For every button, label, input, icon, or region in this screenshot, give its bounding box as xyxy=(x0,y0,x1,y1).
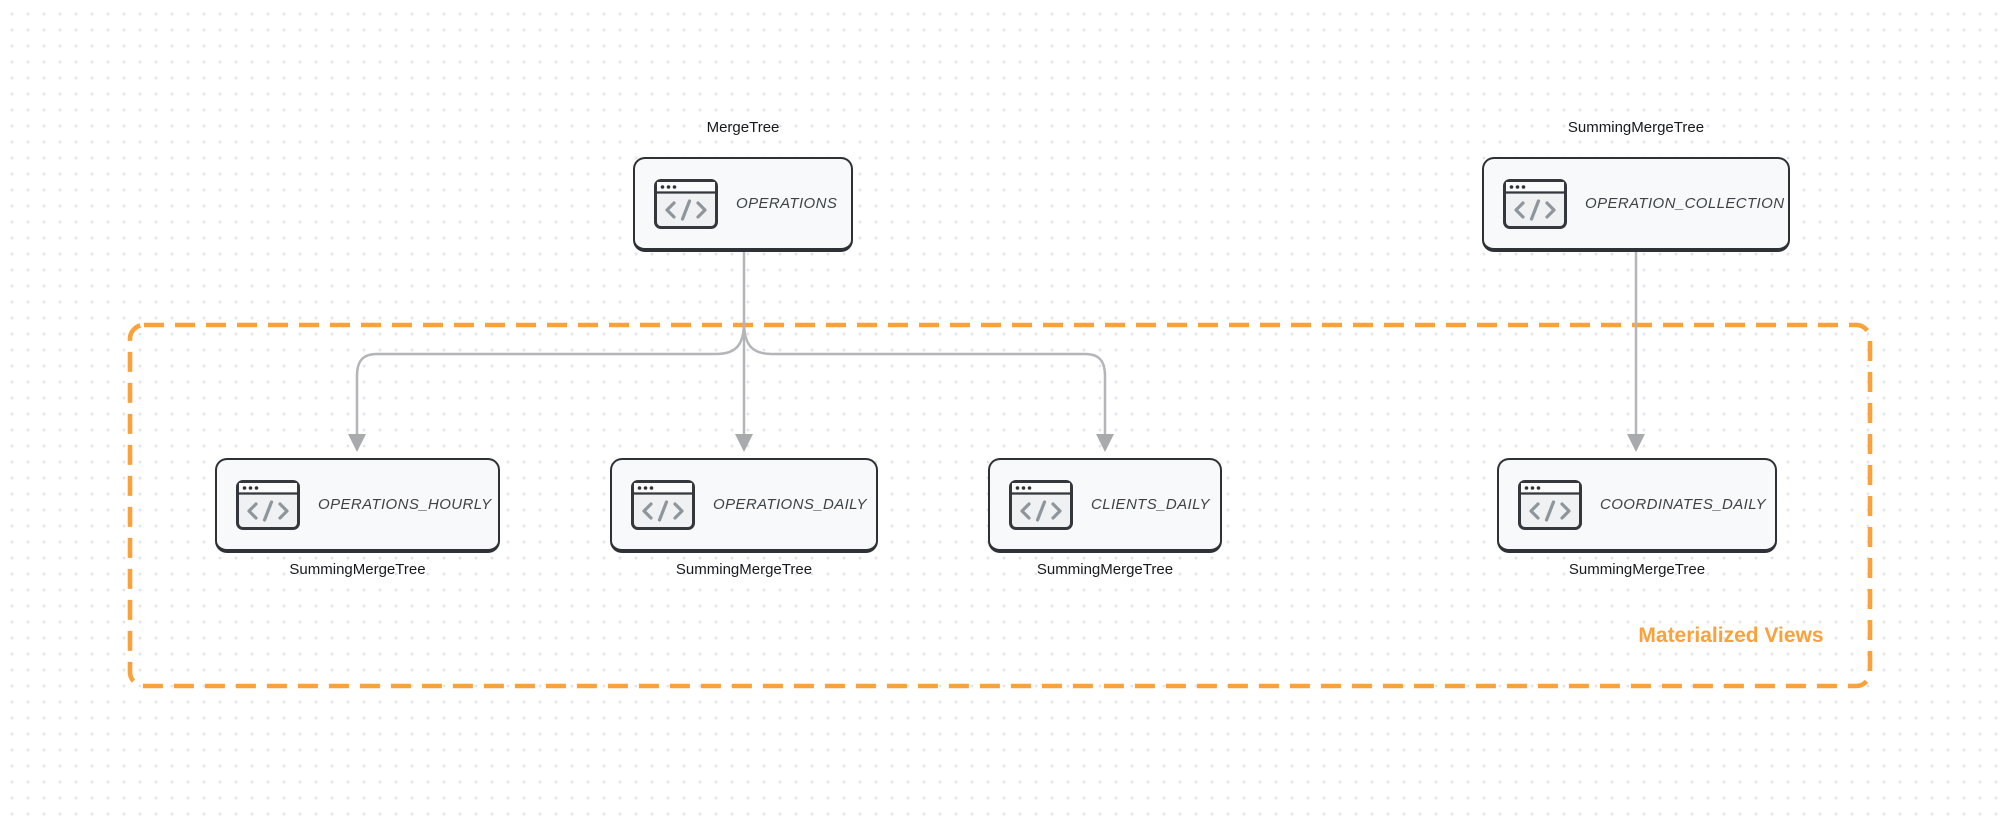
code-window-icon xyxy=(1518,479,1582,530)
node-clients-daily[interactable]: CLIENTS_DAILY xyxy=(988,458,1222,553)
arrowhead-coordinates-daily xyxy=(1627,434,1645,452)
arrowhead-operations-daily xyxy=(735,434,753,452)
code-window-icon xyxy=(631,479,695,530)
table-name: OPERATIONS_DAILY xyxy=(713,496,867,513)
engine-label-operations: MergeTree xyxy=(706,119,780,136)
engine-label-clients-daily: SummingMergeTree xyxy=(1036,561,1174,578)
node-operations[interactable]: OPERATIONS xyxy=(633,157,853,252)
engine-label-operations-hourly: SummingMergeTree xyxy=(289,561,426,578)
node-operations-daily[interactable]: OPERATIONS_DAILY xyxy=(610,458,878,553)
edge-operations-to-operations-hourly xyxy=(355,321,746,436)
node-coordinates-daily[interactable]: COORDINATES_DAILY xyxy=(1497,458,1777,553)
table-name: OPERATIONS_HOURLY xyxy=(318,496,492,513)
table-name: OPERATIONS xyxy=(736,195,838,212)
arrowhead-operations-hourly xyxy=(348,434,366,452)
arrowhead-clients-daily xyxy=(1096,434,1114,452)
materialized-views-label: Materialized Views xyxy=(1638,624,1824,647)
edge-operations-to-clients-daily xyxy=(742,321,1107,436)
code-window-icon xyxy=(654,178,718,229)
engine-label-operation-collection: SummingMergeTree xyxy=(1567,119,1705,136)
code-window-icon xyxy=(1503,178,1567,229)
table-name: CLIENTS_DAILY xyxy=(1091,496,1210,513)
code-window-icon xyxy=(1009,479,1073,530)
node-operations-hourly[interactable]: OPERATIONS_HOURLY xyxy=(215,458,500,553)
engine-label-operations-daily: SummingMergeTree xyxy=(675,561,813,578)
engine-label-coordinates-daily: SummingMergeTree xyxy=(1568,561,1706,578)
table-name: COORDINATES_DAILY xyxy=(1600,496,1767,513)
table-name: OPERATION_COLLECTION xyxy=(1585,195,1785,212)
code-window-icon xyxy=(236,479,300,530)
node-operation-collection[interactable]: OPERATION_COLLECTION xyxy=(1482,157,1790,252)
